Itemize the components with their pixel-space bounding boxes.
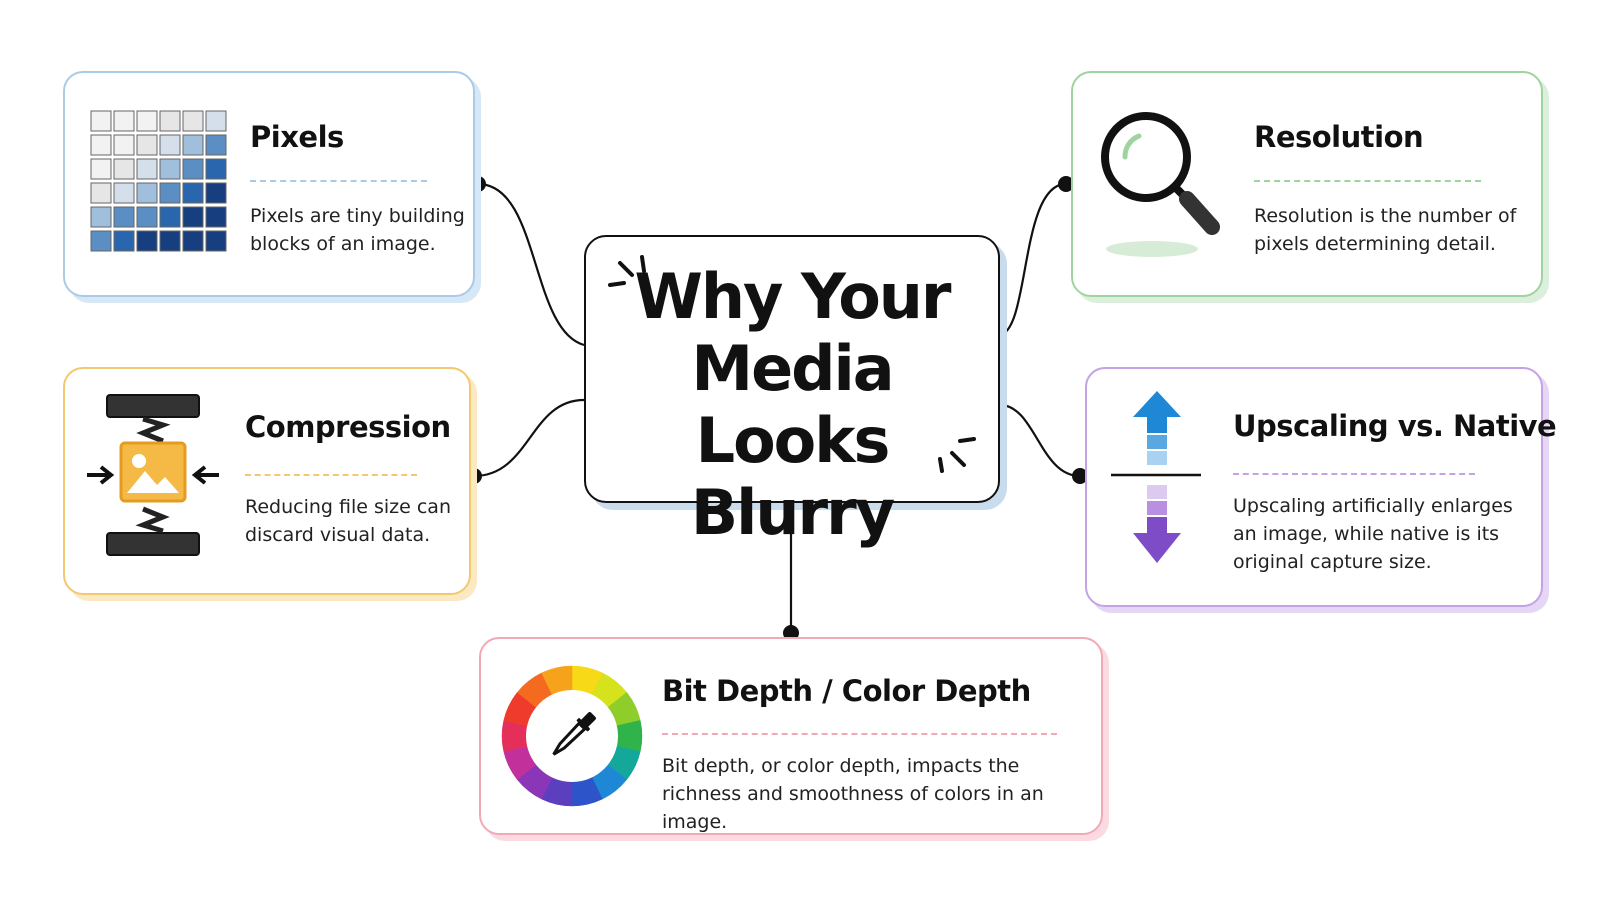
pixel-cell xyxy=(113,158,135,180)
pixel-cell xyxy=(90,134,112,156)
node-title: Compression xyxy=(245,410,451,444)
pixel-cell xyxy=(205,206,227,228)
node-bitdepth: Bit Depth / Color Depth Bit depth, or co… xyxy=(479,637,1103,835)
pixel-cell xyxy=(113,230,135,252)
central-title: Why Your Media Looks Blurry xyxy=(634,260,951,549)
node-divider xyxy=(1254,180,1481,182)
sparkle-icon xyxy=(938,437,976,473)
pixel-cell xyxy=(159,206,181,228)
pixel-cell xyxy=(159,158,181,180)
node-compression: Compression Reducing file size can disca… xyxy=(63,367,471,595)
pixel-cell xyxy=(205,134,227,156)
sparkle-icon xyxy=(608,255,646,287)
pixel-cell xyxy=(136,158,158,180)
node-resolution: Resolution Resolution is the number of p… xyxy=(1071,71,1543,297)
node-title: Bit Depth / Color Depth xyxy=(662,674,1031,708)
pixel-cell xyxy=(182,158,204,180)
pixel-cell xyxy=(90,110,112,132)
pixel-cell xyxy=(136,134,158,156)
node-divider xyxy=(1233,473,1475,475)
pixel-cell xyxy=(182,110,204,132)
connector-dot-upscaling xyxy=(1072,468,1088,484)
pixel-cell xyxy=(182,230,204,252)
magnifying-glass-icon xyxy=(1101,112,1220,257)
pixel-cell xyxy=(159,134,181,156)
pixel-cell xyxy=(113,134,135,156)
color-wheel-eyedropper-icon xyxy=(501,665,643,807)
connector-dot-resolution xyxy=(1058,176,1074,192)
node-description: Pixels are tiny building blocks of an im… xyxy=(250,205,465,255)
pixel-cell xyxy=(182,134,204,156)
node-pixels: Pixels Pixels are tiny building blocks o… xyxy=(63,71,475,297)
pixel-cell xyxy=(136,230,158,252)
node-description: Resolution is the number of pixels deter… xyxy=(1254,205,1517,255)
pixel-cell xyxy=(205,230,227,252)
connector-compression xyxy=(473,398,585,478)
pixel-cell xyxy=(90,158,112,180)
pixel-cell xyxy=(113,206,135,228)
pixel-cell xyxy=(136,110,158,132)
pixel-cell xyxy=(159,182,181,204)
node-description: Upscaling artificially enlarges an image… xyxy=(1233,495,1513,573)
connector-pixels xyxy=(477,182,585,347)
node-divider xyxy=(250,180,427,182)
pixel-cell xyxy=(136,182,158,204)
node-title: Pixels xyxy=(250,120,344,154)
node-divider xyxy=(245,474,417,476)
connector-upscaling xyxy=(999,403,1081,478)
pixel-cell xyxy=(90,230,112,252)
connector-resolution xyxy=(999,182,1067,337)
node-title: Resolution xyxy=(1254,120,1424,154)
node-upscaling: Upscaling vs. Native Upscaling artificia… xyxy=(1085,367,1557,607)
pixel-cell xyxy=(90,206,112,228)
node-description: Bit depth, or color depth, impacts the r… xyxy=(662,755,1044,833)
up-down-arrows-icon xyxy=(1111,391,1201,563)
pixel-cell xyxy=(205,110,227,132)
pixel-cell xyxy=(113,182,135,204)
central-topic: Why Your Media Looks Blurry xyxy=(584,235,1000,549)
node-description: Reducing file size can discard visual da… xyxy=(245,496,451,546)
node-title: Upscaling vs. Native xyxy=(1233,409,1557,443)
pixel-cell xyxy=(182,206,204,228)
pixel-grid-icon xyxy=(90,110,227,252)
pixel-cell xyxy=(159,110,181,132)
pixel-cell xyxy=(182,182,204,204)
pixel-cell xyxy=(159,230,181,252)
compression-clamp-icon xyxy=(87,394,219,556)
pixel-cell xyxy=(205,158,227,180)
pixel-cell xyxy=(136,206,158,228)
pixel-cell xyxy=(113,110,135,132)
node-divider xyxy=(662,733,1057,735)
pixel-cell xyxy=(90,182,112,204)
pixel-cell xyxy=(205,182,227,204)
